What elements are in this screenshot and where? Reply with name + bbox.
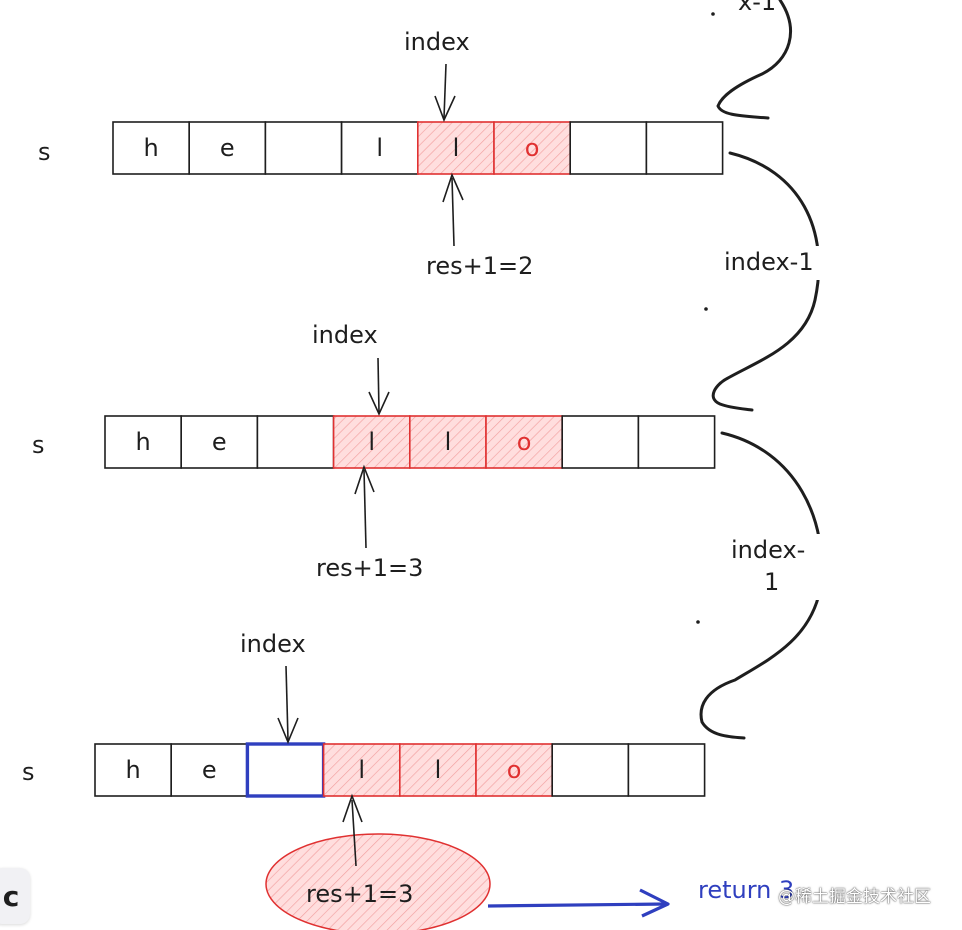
cell-char: h	[143, 134, 158, 162]
string-cell: h	[94, 743, 172, 797]
string-cell	[561, 415, 640, 469]
bracket-label-line-2: 1	[764, 568, 779, 596]
cell-char: o	[525, 134, 540, 162]
cell-box	[398, 743, 477, 797]
cell-box	[645, 121, 724, 175]
res-label: res+1=3	[306, 880, 413, 908]
string-cell	[569, 121, 648, 175]
cell-box	[322, 743, 401, 797]
s-label: s	[22, 758, 35, 786]
cell-char: e	[220, 134, 235, 162]
string-cell: o	[475, 743, 553, 797]
index-label: index	[404, 28, 470, 56]
cell-box	[170, 743, 249, 797]
cell-box	[188, 121, 267, 175]
cell-box	[561, 415, 640, 469]
cell-char: h	[135, 428, 150, 456]
cell-char: e	[212, 428, 227, 456]
res-label: res+1=2	[426, 252, 533, 280]
cell-box	[551, 743, 630, 797]
string-row-3: s h e l l o index res+1=3	[22, 630, 706, 930]
cell-box	[332, 415, 411, 469]
cell-box	[104, 415, 182, 469]
bracket-label: index-1	[724, 248, 814, 276]
cell-char: e	[202, 756, 217, 784]
index-arrowhead	[368, 391, 390, 416]
cell-box	[264, 121, 343, 175]
bracket-label: x-1	[738, 0, 776, 16]
cell-box	[493, 121, 571, 175]
cell-char: l	[358, 756, 365, 784]
string-cell: o	[493, 121, 571, 175]
cell-box	[340, 121, 419, 175]
string-cell	[256, 415, 335, 469]
index-arrow	[285, 665, 289, 741]
string-cell: e	[180, 415, 259, 469]
cell-char: l	[376, 134, 383, 162]
string-row-1: s h e l l o index res+1=2	[38, 28, 724, 280]
index-arrow	[443, 63, 447, 119]
index-label: index	[312, 321, 378, 349]
cell-box	[627, 743, 706, 797]
res-arrow	[363, 469, 367, 549]
s-label: s	[32, 431, 45, 459]
string-cell	[264, 121, 343, 175]
res-arrowhead	[342, 793, 363, 823]
cell-char: h	[125, 756, 140, 784]
cell-box	[569, 121, 648, 175]
string-cell	[637, 415, 716, 469]
string-cell: h	[112, 121, 190, 175]
res-arrowhead	[354, 464, 375, 495]
cell-char: l	[445, 428, 452, 456]
res-arrow	[351, 799, 357, 867]
string-cell	[627, 743, 706, 797]
cell-box	[245, 742, 326, 798]
cell-char: l	[435, 756, 442, 784]
index-arrow	[377, 357, 380, 413]
res-label: res+1=3	[316, 554, 423, 582]
string-cell	[551, 743, 630, 797]
bracket-2: index-1	[704, 151, 822, 412]
res-arrow	[451, 177, 455, 247]
index-label: index	[240, 630, 306, 658]
index-arrowhead	[277, 717, 299, 745]
string-row-2: s h e l l o index res+1=3	[32, 321, 716, 582]
cell-box	[112, 121, 190, 175]
toolbar-button[interactable]: c	[0, 868, 30, 924]
cell-box	[637, 415, 716, 469]
string-cell: l	[398, 743, 477, 797]
watermark: @稀土掘金技术社区	[778, 887, 931, 907]
bracket-label: index-	[731, 536, 805, 564]
string-cell	[245, 742, 326, 798]
string-cell: l	[408, 415, 487, 469]
return-arrow	[487, 902, 667, 908]
cell-box	[408, 415, 487, 469]
cell-char: l	[368, 428, 375, 456]
cell-char: o	[507, 756, 522, 784]
string-cell: l	[332, 415, 411, 469]
cell-box	[256, 415, 335, 469]
bracket-1: x-1	[711, 0, 792, 120]
cell-char: o	[517, 428, 532, 456]
return-label: return 3	[698, 876, 794, 904]
bracket-3: index- 1	[696, 431, 824, 740]
string-cell: h	[104, 415, 182, 469]
result-ellipse	[265, 833, 491, 930]
cell-box	[180, 415, 259, 469]
cell-box	[94, 743, 172, 797]
string-cell	[645, 121, 724, 175]
string-cell: l	[340, 121, 419, 175]
index-arrowhead	[434, 95, 456, 123]
cell-char: l	[453, 134, 460, 162]
s-label: s	[38, 138, 51, 166]
string-cell: o	[485, 415, 563, 469]
string-cell: l	[416, 121, 495, 175]
return-arrowhead	[639, 888, 670, 918]
string-cell: e	[170, 743, 249, 797]
string-cell: l	[322, 743, 401, 797]
cell-box	[485, 415, 563, 469]
string-cell: e	[188, 121, 267, 175]
res-arrowhead	[442, 172, 464, 203]
